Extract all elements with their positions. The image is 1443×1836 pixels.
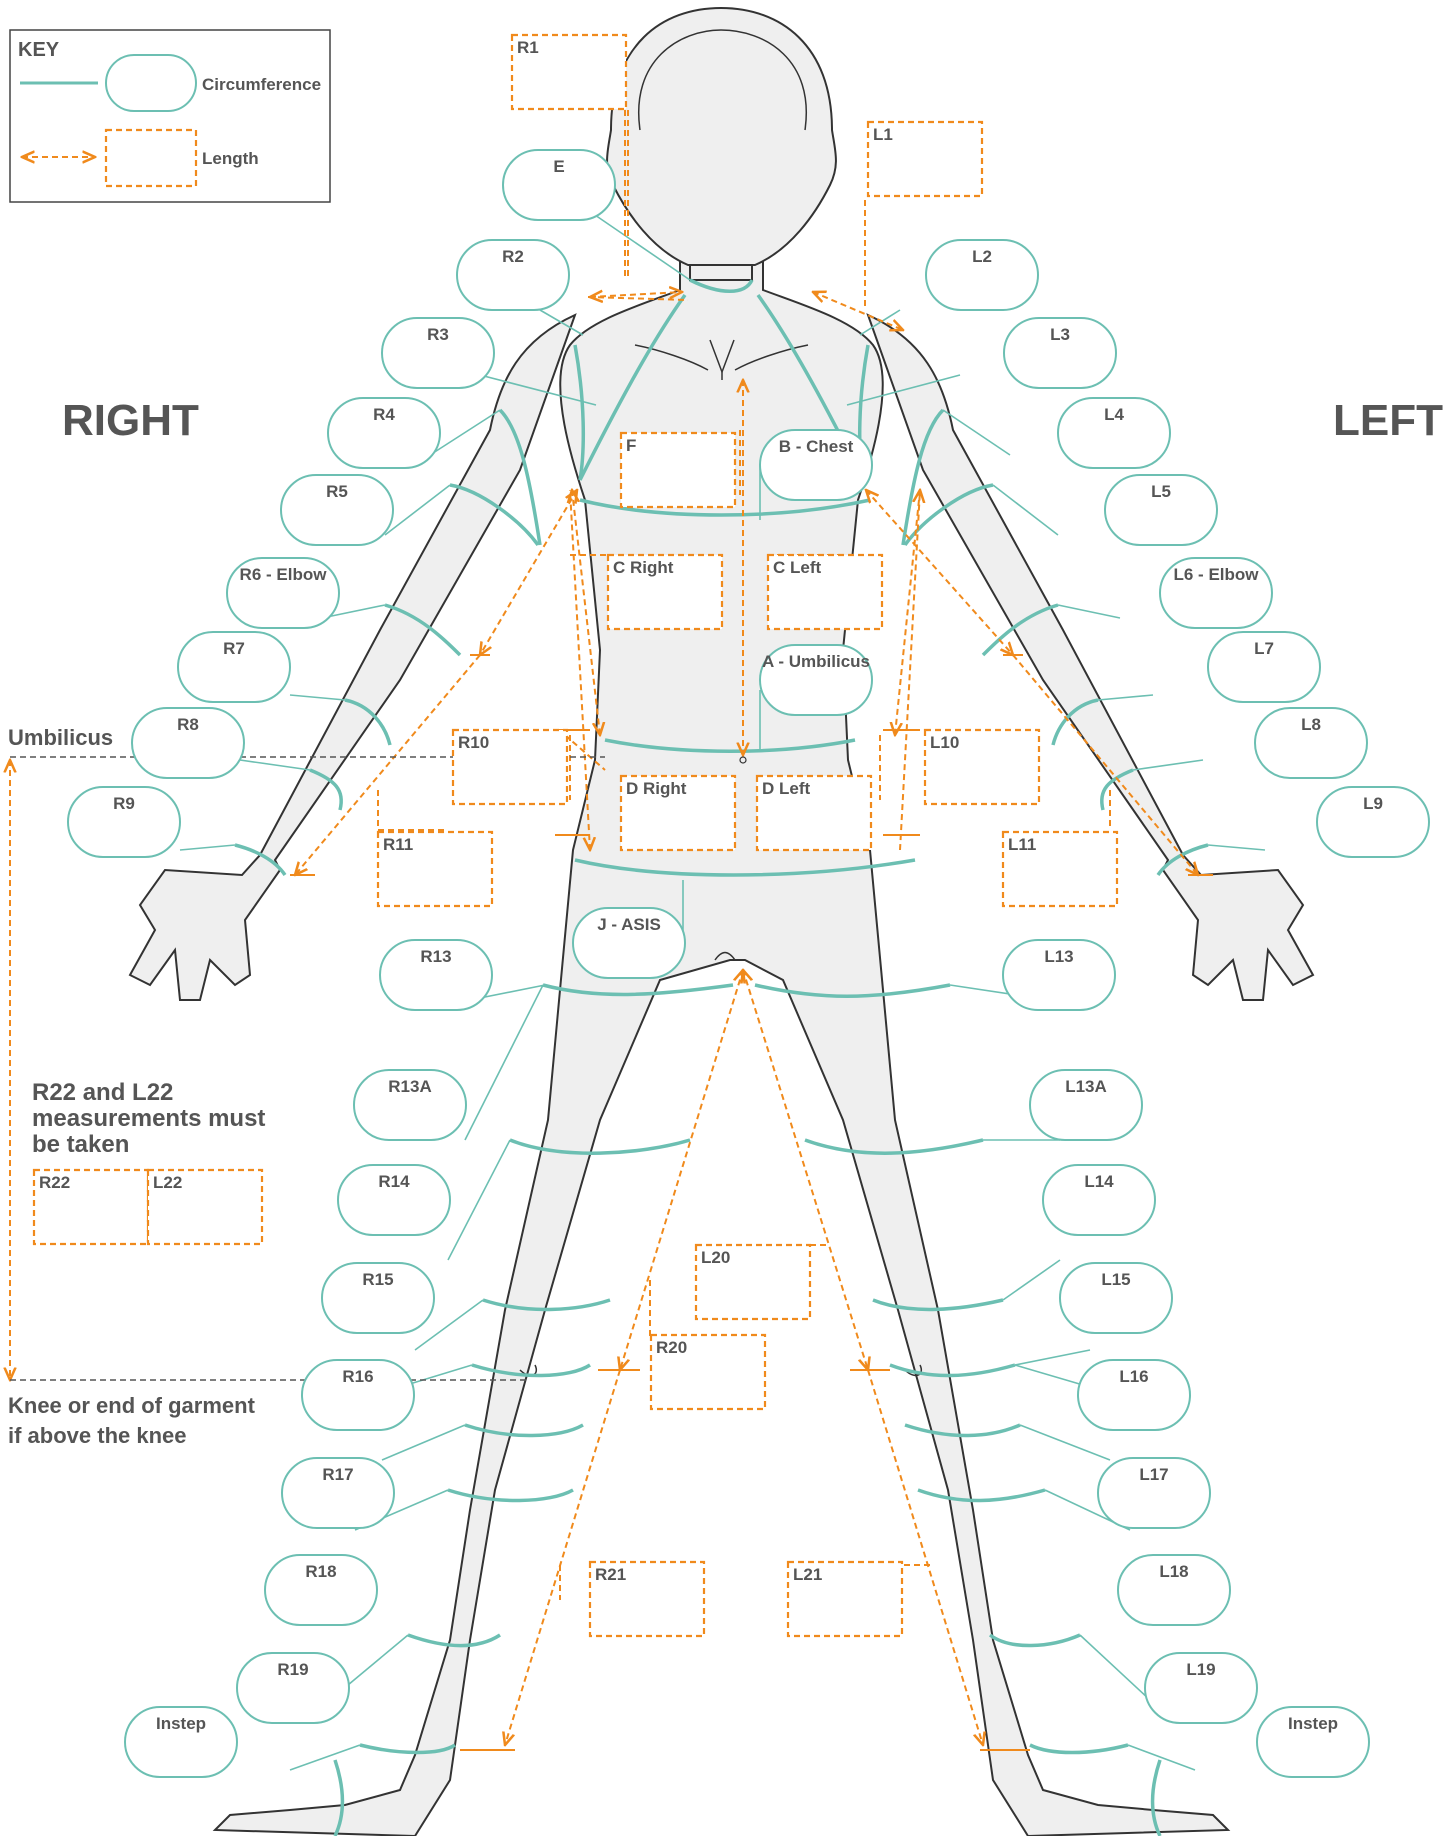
- circumference-label-r8: R8: [177, 715, 199, 734]
- circumference-label-b: B - Chest: [779, 437, 854, 456]
- circumference-label-l3: L3: [1050, 325, 1070, 344]
- circumference-label-r13: R13: [420, 947, 451, 966]
- circumference-label-l14: L14: [1084, 1172, 1114, 1191]
- right-side-label: RIGHT: [62, 396, 199, 445]
- length-label-l20: L20: [701, 1248, 730, 1267]
- length-label-dleft: D Left: [762, 779, 811, 798]
- length-label-r22: R22: [39, 1173, 70, 1192]
- key-circumference-symbol: [106, 55, 196, 111]
- circumference-label-l6: L6 - Elbow: [1174, 565, 1260, 584]
- circumference-label-r3: R3: [427, 325, 449, 344]
- length-label-cleft: C Left: [773, 558, 822, 577]
- circumference-label-l18: L18: [1159, 1562, 1188, 1581]
- r22-note-line1: R22 and L22: [32, 1079, 173, 1106]
- circumference-label-r2: R2: [502, 247, 524, 266]
- length-label-l22: L22: [153, 1173, 182, 1192]
- key-box: KEY Circumference Length: [10, 30, 330, 202]
- circumference-label-r7: R7: [223, 639, 245, 658]
- length-label-l21: L21: [793, 1565, 822, 1584]
- length-label-r20: R20: [656, 1338, 687, 1357]
- circumference-label-r15: R15: [362, 1270, 393, 1289]
- circumference-label-j: J - ASIS: [597, 915, 661, 934]
- length-label-r21: R21: [595, 1565, 626, 1584]
- circumference-label-r14: R14: [378, 1172, 410, 1191]
- length-label-r1: R1: [517, 38, 539, 57]
- length-label-r11: R11: [383, 835, 413, 854]
- circumference-label-linstep: Instep: [1288, 1714, 1338, 1733]
- circumference-label-r17: R17: [322, 1465, 353, 1484]
- circumference-label-r5: R5: [326, 482, 348, 501]
- circumference-label-r16: R16: [342, 1367, 373, 1386]
- length-label-l1: L1: [873, 125, 893, 144]
- circumference-label-r4: R4: [373, 405, 395, 424]
- circumference-label-l13a: L13A: [1065, 1077, 1107, 1096]
- circumference-label-l8: L8: [1301, 715, 1321, 734]
- circumference-label-l2: L2: [972, 247, 992, 266]
- circumference-label-l7: L7: [1254, 639, 1274, 658]
- head: [607, 8, 836, 265]
- umbilicus-note: Umbilicus: [8, 725, 113, 750]
- circumference-label-r13a: R13A: [388, 1077, 431, 1096]
- r22-note-line2: measurements must: [32, 1105, 265, 1132]
- circumference-label-e: E: [553, 157, 564, 176]
- circumference-label-rinstep: Instep: [156, 1714, 206, 1733]
- circumference-label-l5: L5: [1151, 482, 1171, 501]
- circumference-label-l19: L19: [1186, 1660, 1215, 1679]
- length-field-f[interactable]: [621, 433, 735, 507]
- circumference-label-a: A - Umbilicus: [762, 652, 870, 671]
- knee-note-line2: if above the knee: [8, 1423, 187, 1448]
- key-length-symbol: [106, 130, 196, 186]
- r22-note-line3: be taken: [32, 1131, 129, 1158]
- length-label-l11: L11: [1008, 835, 1036, 854]
- length-label-cright: C Right: [613, 558, 674, 577]
- length-label-f: F: [626, 436, 636, 455]
- circumference-label-l17: L17: [1139, 1465, 1168, 1484]
- circumference-label-l16: L16: [1119, 1367, 1148, 1386]
- circumference-label-l4: L4: [1104, 405, 1124, 424]
- length-label-r10: R10: [458, 733, 489, 752]
- key-length-label: Length: [202, 149, 259, 168]
- circumference-label-r6: R6 - Elbow: [240, 565, 328, 584]
- circumference-label-r9: R9: [113, 794, 135, 813]
- left-side-label: LEFT: [1333, 396, 1443, 445]
- circumference-label-l15: L15: [1101, 1270, 1130, 1289]
- circumference-label-l9: L9: [1363, 794, 1383, 813]
- length-label-l10: L10: [930, 733, 959, 752]
- knee-note-line1: Knee or end of garment: [8, 1393, 256, 1418]
- key-title: KEY: [18, 39, 60, 61]
- circumference-label-l13: L13: [1044, 947, 1073, 966]
- circumference-label-r19: R19: [277, 1660, 308, 1679]
- circumference-label-r18: R18: [305, 1562, 336, 1581]
- length-label-dright: D Right: [626, 779, 687, 798]
- key-circumference-label: Circumference: [202, 75, 321, 94]
